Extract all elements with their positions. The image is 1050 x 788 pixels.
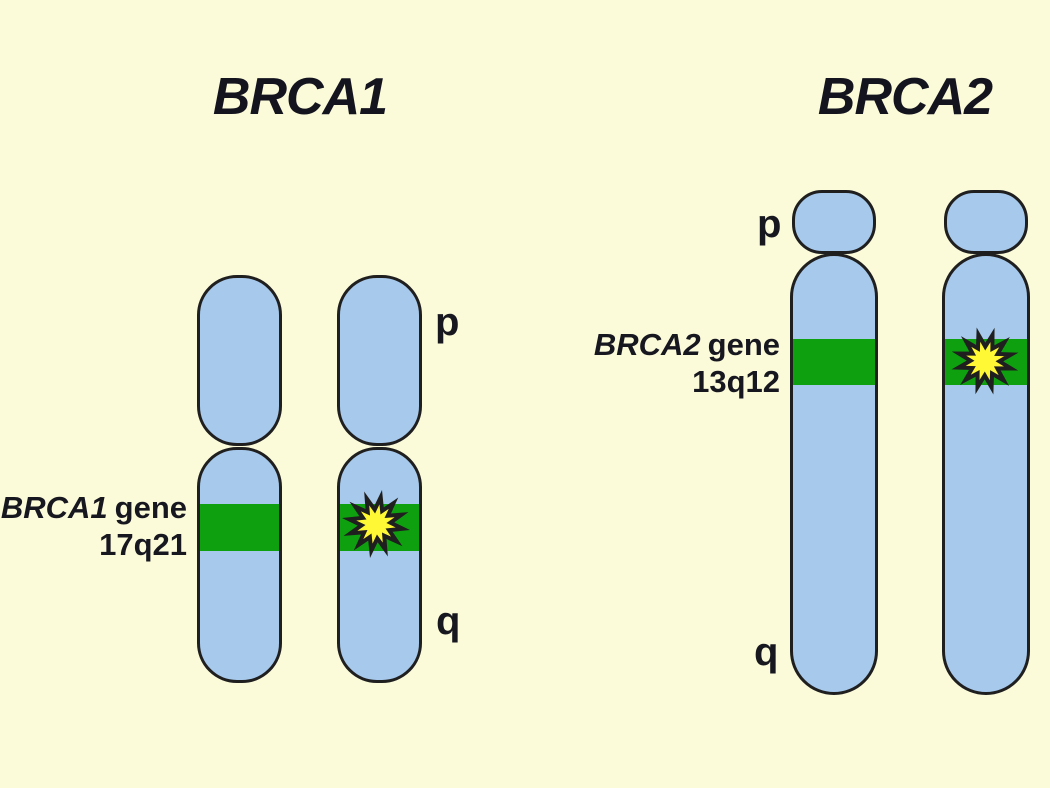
- brca2-mutation-burst-icon: [951, 327, 1019, 395]
- brca2-gene-name: BRCA2: [593, 327, 701, 362]
- brca2-locus-label: 13q12: [692, 364, 780, 399]
- brca2-title: BRCA2: [817, 68, 993, 126]
- brca2-mutated-p-cap: [944, 190, 1028, 254]
- brca1-q-arm-label: q: [436, 599, 461, 643]
- brca2-gene-band: [793, 339, 875, 385]
- brca1-title: BRCA1: [212, 68, 388, 126]
- brca1-mutated-p-arm: [337, 275, 422, 446]
- brca2-q-arm-label: q: [754, 630, 779, 674]
- brca1-normal-p-arm: [197, 275, 282, 446]
- brca2-p-arm-label: p: [757, 202, 782, 246]
- brca1-gene-band: [200, 504, 279, 551]
- brca1-gene-name: BRCA1: [0, 490, 108, 525]
- brca1-p-arm-label: p: [435, 300, 460, 344]
- brca2-mutated-q-body: [942, 253, 1030, 695]
- brca1-gene-word: gene: [114, 490, 187, 525]
- brca1-mutation-burst-icon: [341, 489, 411, 559]
- brca1-normal-q-arm: [197, 447, 282, 683]
- brca2-normal-p-cap: [792, 190, 876, 254]
- brca1-mutated-q-arm: [337, 447, 422, 683]
- brca2-normal-q-body: [790, 253, 878, 695]
- brca2-gene-word: gene: [707, 327, 780, 362]
- brca1-locus-label: 17q21: [99, 527, 187, 562]
